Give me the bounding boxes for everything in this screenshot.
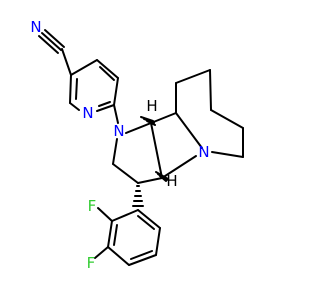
pyrrolidine-nitrogen-label: N [113, 122, 124, 140]
aryl-amine-bond [113, 104, 119, 124]
fluorine-label-2: F [87, 254, 96, 272]
stereo-hash-bond-2 [155, 171, 169, 182]
nitrile-triple-bond [38, 29, 65, 54]
stereo-hash-bond-aryl [132, 185, 144, 207]
pyridine-nitrogen-label: N [82, 104, 93, 122]
pyridine-ring [69, 59, 119, 112]
difluorophenyl-ring [107, 209, 161, 266]
stereo-hydrogen-label-1: H [146, 97, 157, 115]
fluorine-label-1: F [88, 197, 97, 215]
stereo-hydrogen-label-2: H [166, 172, 177, 190]
stereo-hash-bond-1 [140, 116, 156, 126]
nitrile-nitrogen-label: N [30, 18, 41, 36]
bicyclic-cage [150, 69, 244, 179]
c-f-bond-1 [97, 207, 113, 222]
bridgehead-nitrogen-label: N [198, 143, 209, 161]
molecule-structure: N N N N F F H H [30, 18, 244, 272]
molecule-canvas: N N N N F F H H [30, 18, 244, 272]
pyrrolidine-ring [112, 122, 163, 184]
nitrile-to-ring-bond [61, 48, 72, 76]
c-f-bond-2 [94, 246, 109, 259]
